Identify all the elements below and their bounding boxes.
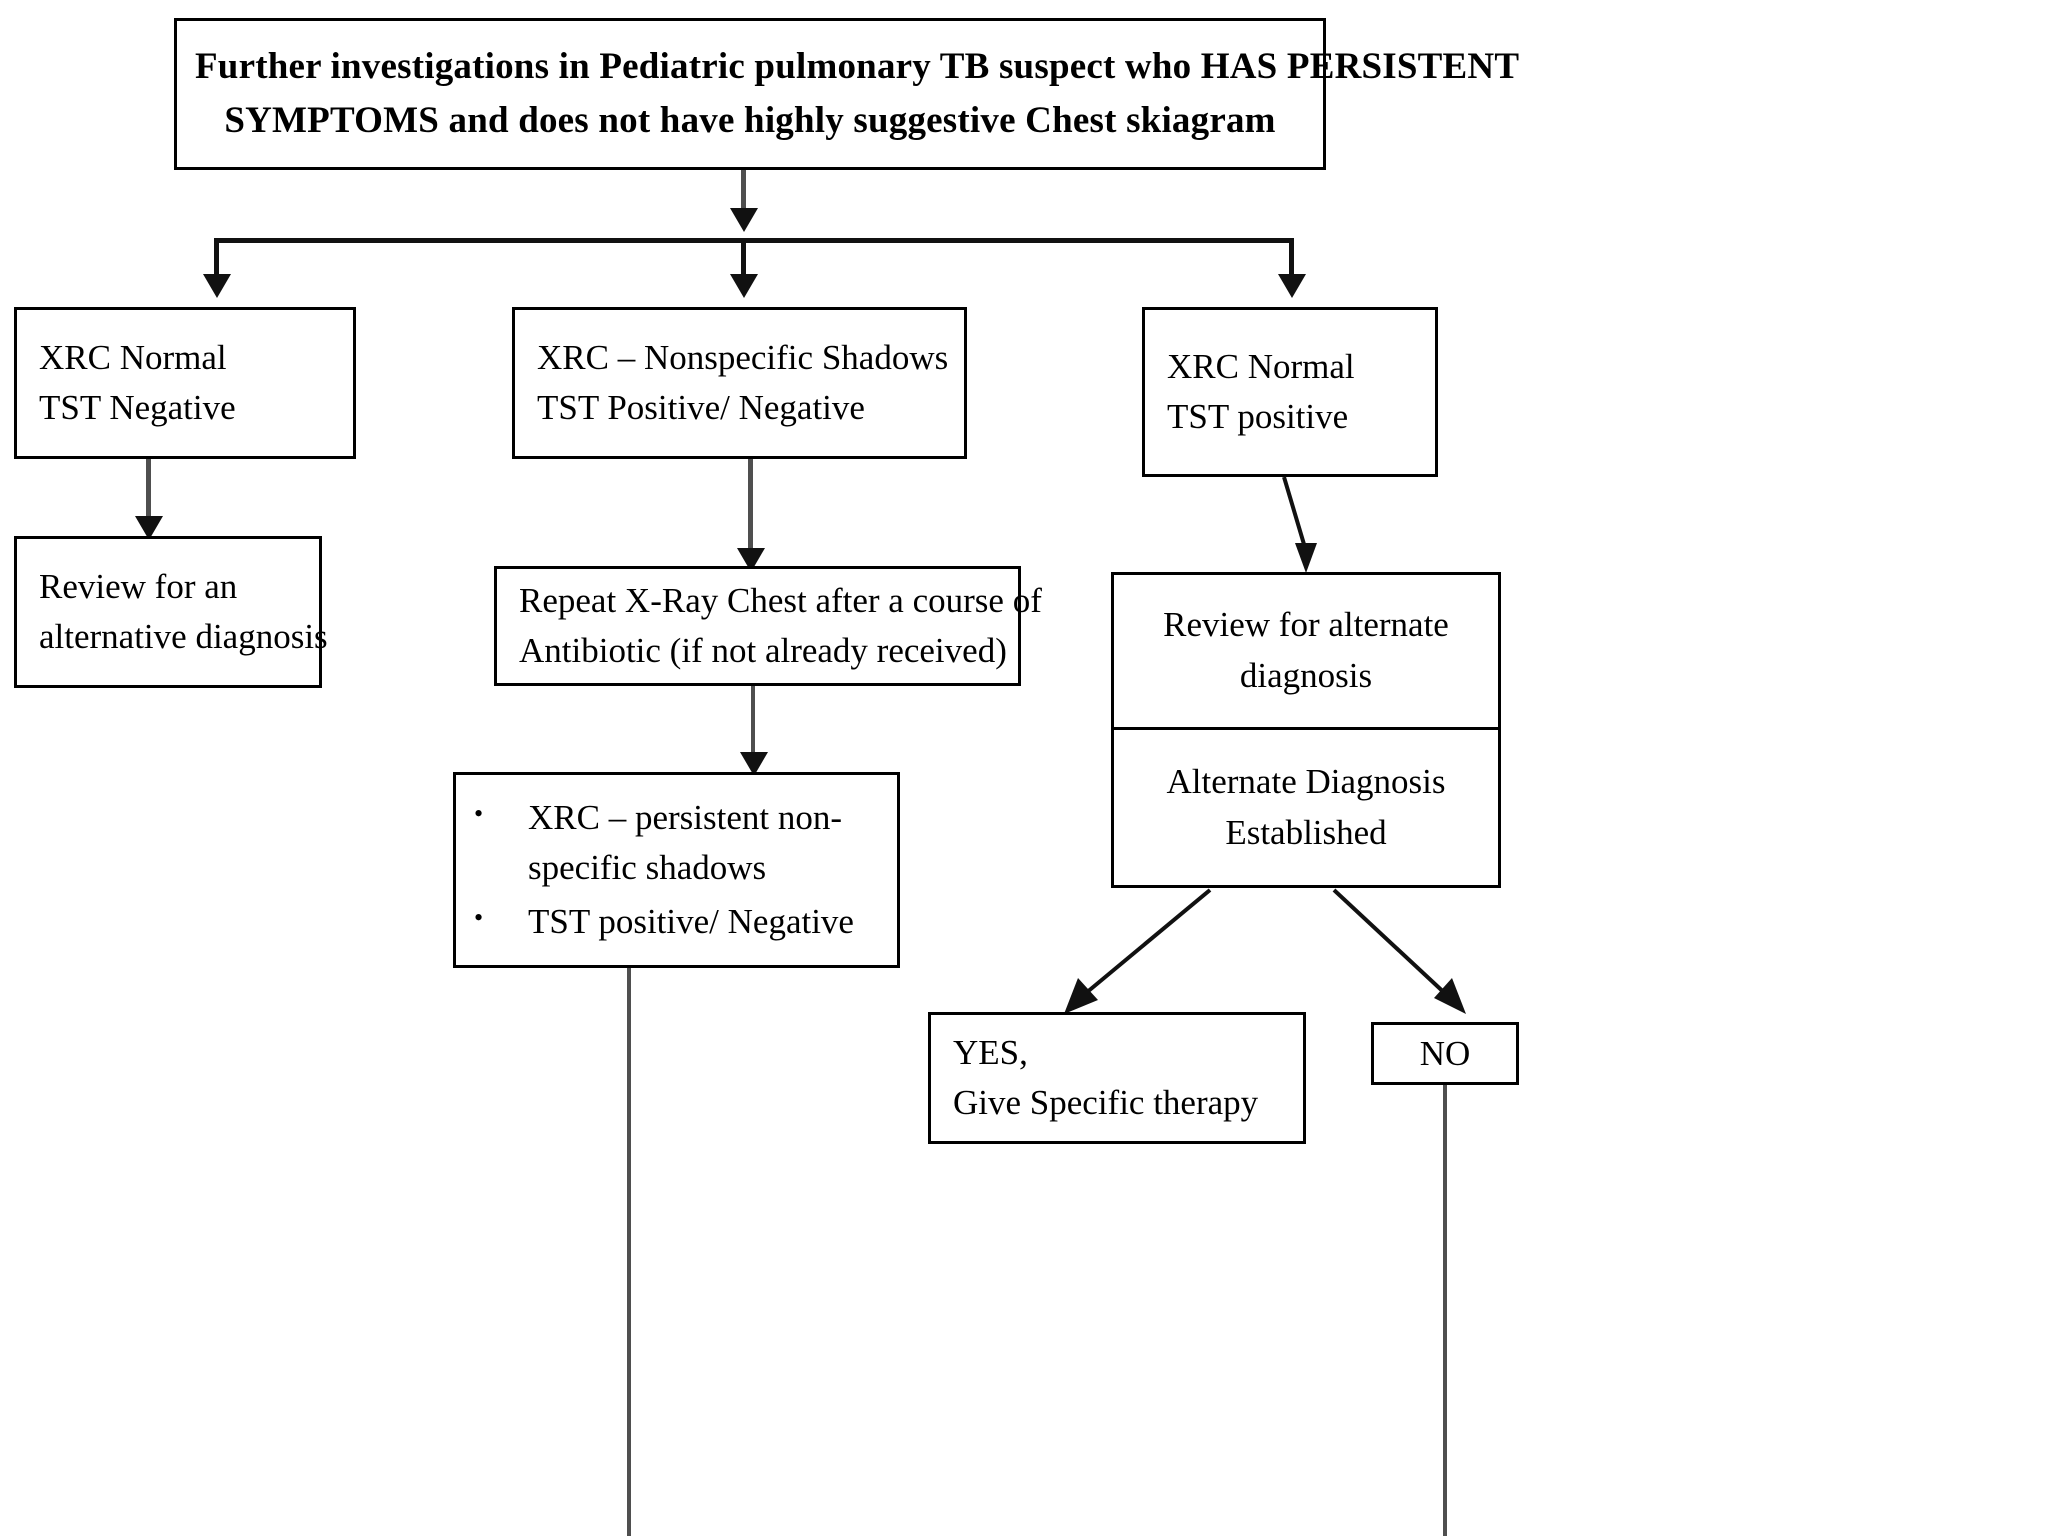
connector-drop-left — [214, 238, 219, 286]
connector-middle-to-repeat — [748, 459, 753, 563]
node-xrc-normal-tst-negative: XRC Normal TST Negative — [14, 307, 356, 459]
node-repeat-xray-chest: Repeat X-Ray Chest after a course of Ant… — [494, 566, 1042, 686]
arrowhead-drop-middle — [730, 274, 758, 298]
node-left-line-1: XRC Normal — [39, 338, 227, 378]
node-no-line-1: NO — [1419, 1033, 1471, 1073]
node-right-established-line-1: Alternate Diagnosis — [1166, 761, 1446, 801]
node-left-outcome-line-2: alternative diagnosis — [39, 617, 328, 656]
node-xrc-normal-tst-positive: XRC Normal TST positive — [1142, 307, 1438, 477]
list-item-text-line-2: specific shadows — [528, 848, 767, 888]
list-item: • TST positive/ Negative — [474, 897, 881, 947]
node-middle-step2-line-2: Antibiotic (if not already received) — [519, 631, 1007, 670]
arrowhead-drop-right — [1278, 274, 1306, 298]
connector-established-to-yes — [1064, 888, 1212, 1014]
node-right-line-2: TST positive — [1167, 397, 1349, 436]
node-xrc-nonspecific-shadows: XRC – Nonspecific Shadows TST Positive/ … — [512, 307, 967, 459]
connector-drop-middle — [741, 238, 746, 286]
node-middle-line-1: XRC – Nonspecific Shadows — [537, 338, 949, 378]
connector-repeat-to-bullets — [751, 686, 755, 768]
node-review-alternate-diagnosis: Review for alternate diagnosis — [1114, 575, 1498, 730]
list-item-text-line-1: XRC – persistent non- — [528, 798, 843, 838]
connector-title-trunk — [741, 170, 746, 222]
node-persistent-findings-list: • XRC – persistent non- specific shadows… — [453, 772, 900, 968]
node-review-alternative-diagnosis: Review for an alternative diagnosis — [14, 536, 328, 688]
connector-established-to-no — [1332, 888, 1466, 1014]
node-title-line-1: Further investigations in Pediatric pulm… — [195, 46, 1520, 88]
node-right-review-line-1: Review for alternate — [1163, 605, 1449, 645]
bullet-icon: • — [474, 902, 484, 932]
node-yes-line-2: Give Specific therapy — [953, 1083, 1259, 1122]
arrowhead-drop-left — [203, 274, 231, 298]
arrowhead-title-trunk — [730, 208, 758, 232]
list-item-text-line-1: TST positive/ Negative — [528, 901, 854, 941]
connector-drop-right — [1289, 238, 1294, 286]
node-left-outcome-line-1: Review for an — [39, 567, 238, 607]
list-item-text: TST positive/ Negative — [528, 897, 881, 947]
bullet-icon: • — [474, 799, 484, 829]
node-outcome-no: NO — [1371, 1022, 1519, 1085]
node-left-line-2: TST Negative — [39, 388, 236, 427]
connector-bullets-continues-below — [627, 968, 631, 1536]
node-title-further-investigations: Further investigations in Pediatric pulm… — [174, 18, 1520, 170]
node-outcome-yes-give-specific-therapy: YES, Give Specific therapy — [928, 1012, 1306, 1144]
node-title-line-2: SYMPTOMS and does not have highly sugges… — [224, 100, 1276, 141]
node-right-review-established: Review for alternate diagnosis Alternate… — [1111, 572, 1501, 888]
list-item-text: XRC – persistent non- specific shadows — [528, 793, 881, 892]
node-right-review-line-2: diagnosis — [1239, 656, 1373, 695]
node-middle-line-2: TST Positive/ Negative — [537, 388, 865, 427]
node-yes-line-1: YES, — [953, 1033, 1028, 1073]
node-right-established-line-2: Established — [1225, 812, 1387, 852]
node-alternate-diagnosis-established: Alternate Diagnosis Established — [1114, 730, 1498, 885]
connector-no-continues-below — [1443, 1085, 1447, 1536]
list-item: • XRC – persistent non- specific shadows — [474, 793, 881, 892]
node-right-line-1: XRC Normal — [1167, 347, 1355, 387]
connector-right-to-review — [1282, 476, 1317, 573]
node-middle-step2-line-1: Repeat X-Ray Chest after a course of — [519, 581, 1042, 621]
connector-left-to-review — [146, 459, 151, 531]
connector-branch-bus — [214, 238, 1294, 243]
